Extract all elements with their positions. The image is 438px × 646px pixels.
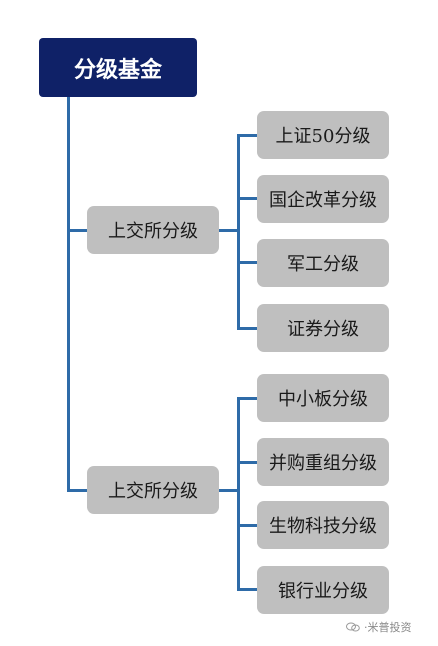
group-2-leaf-connector bbox=[237, 397, 259, 400]
leaf-node: 中小板分级 bbox=[257, 374, 389, 422]
branch-connector-2 bbox=[67, 489, 89, 492]
group-1-leaf-connector bbox=[237, 134, 259, 137]
group-1-leaf-connector bbox=[237, 327, 259, 330]
leaf-node: 并购重组分级 bbox=[257, 438, 389, 486]
group-2-leaf-connector bbox=[237, 524, 259, 527]
group-2-leaf-connector bbox=[237, 461, 259, 464]
leaf-label: 并购重组分级 bbox=[269, 453, 377, 474]
group-2-leaf-connector bbox=[237, 588, 259, 591]
leaf-label: 银行业分级 bbox=[278, 581, 368, 602]
leaf-label: 中小板分级 bbox=[278, 389, 368, 410]
group-1-leaf-connector bbox=[237, 197, 259, 200]
leaf-label: 国企改革分级 bbox=[269, 190, 377, 211]
group-label: 上交所分级 bbox=[108, 481, 198, 502]
trunk-connector bbox=[67, 97, 70, 492]
root-label: 分级基金 bbox=[73, 56, 162, 83]
group-label: 上交所分级 bbox=[108, 221, 198, 242]
leaf-label: 上证50分级 bbox=[275, 126, 371, 147]
leaf-label: 军工分级 bbox=[287, 254, 359, 275]
leaf-label: 证券分级 bbox=[287, 319, 359, 340]
group-node-1: 上交所分级 bbox=[87, 206, 219, 254]
watermark: ·米普投资 bbox=[346, 619, 412, 635]
group-node-2: 上交所分级 bbox=[87, 466, 219, 514]
leaf-node: 国企改革分级 bbox=[257, 175, 389, 223]
group-1-spine bbox=[237, 134, 240, 330]
group-1-leaf-connector bbox=[237, 261, 259, 264]
leaf-node: 军工分级 bbox=[257, 239, 389, 287]
leaf-label: 生物科技分级 bbox=[269, 516, 377, 537]
group-1-link bbox=[219, 229, 239, 232]
leaf-node: 证券分级 bbox=[257, 304, 389, 352]
group-2-spine bbox=[237, 397, 240, 591]
watermark-text: ·米普投资 bbox=[364, 621, 412, 634]
branch-connector-1 bbox=[67, 229, 89, 232]
leaf-node: 生物科技分级 bbox=[257, 501, 389, 549]
leaf-node: 上证50分级 bbox=[257, 111, 389, 159]
group-2-link bbox=[219, 489, 239, 492]
root-node: 分级基金 bbox=[39, 38, 197, 97]
leaf-node: 银行业分级 bbox=[257, 566, 389, 614]
wechat-icon bbox=[346, 622, 360, 632]
